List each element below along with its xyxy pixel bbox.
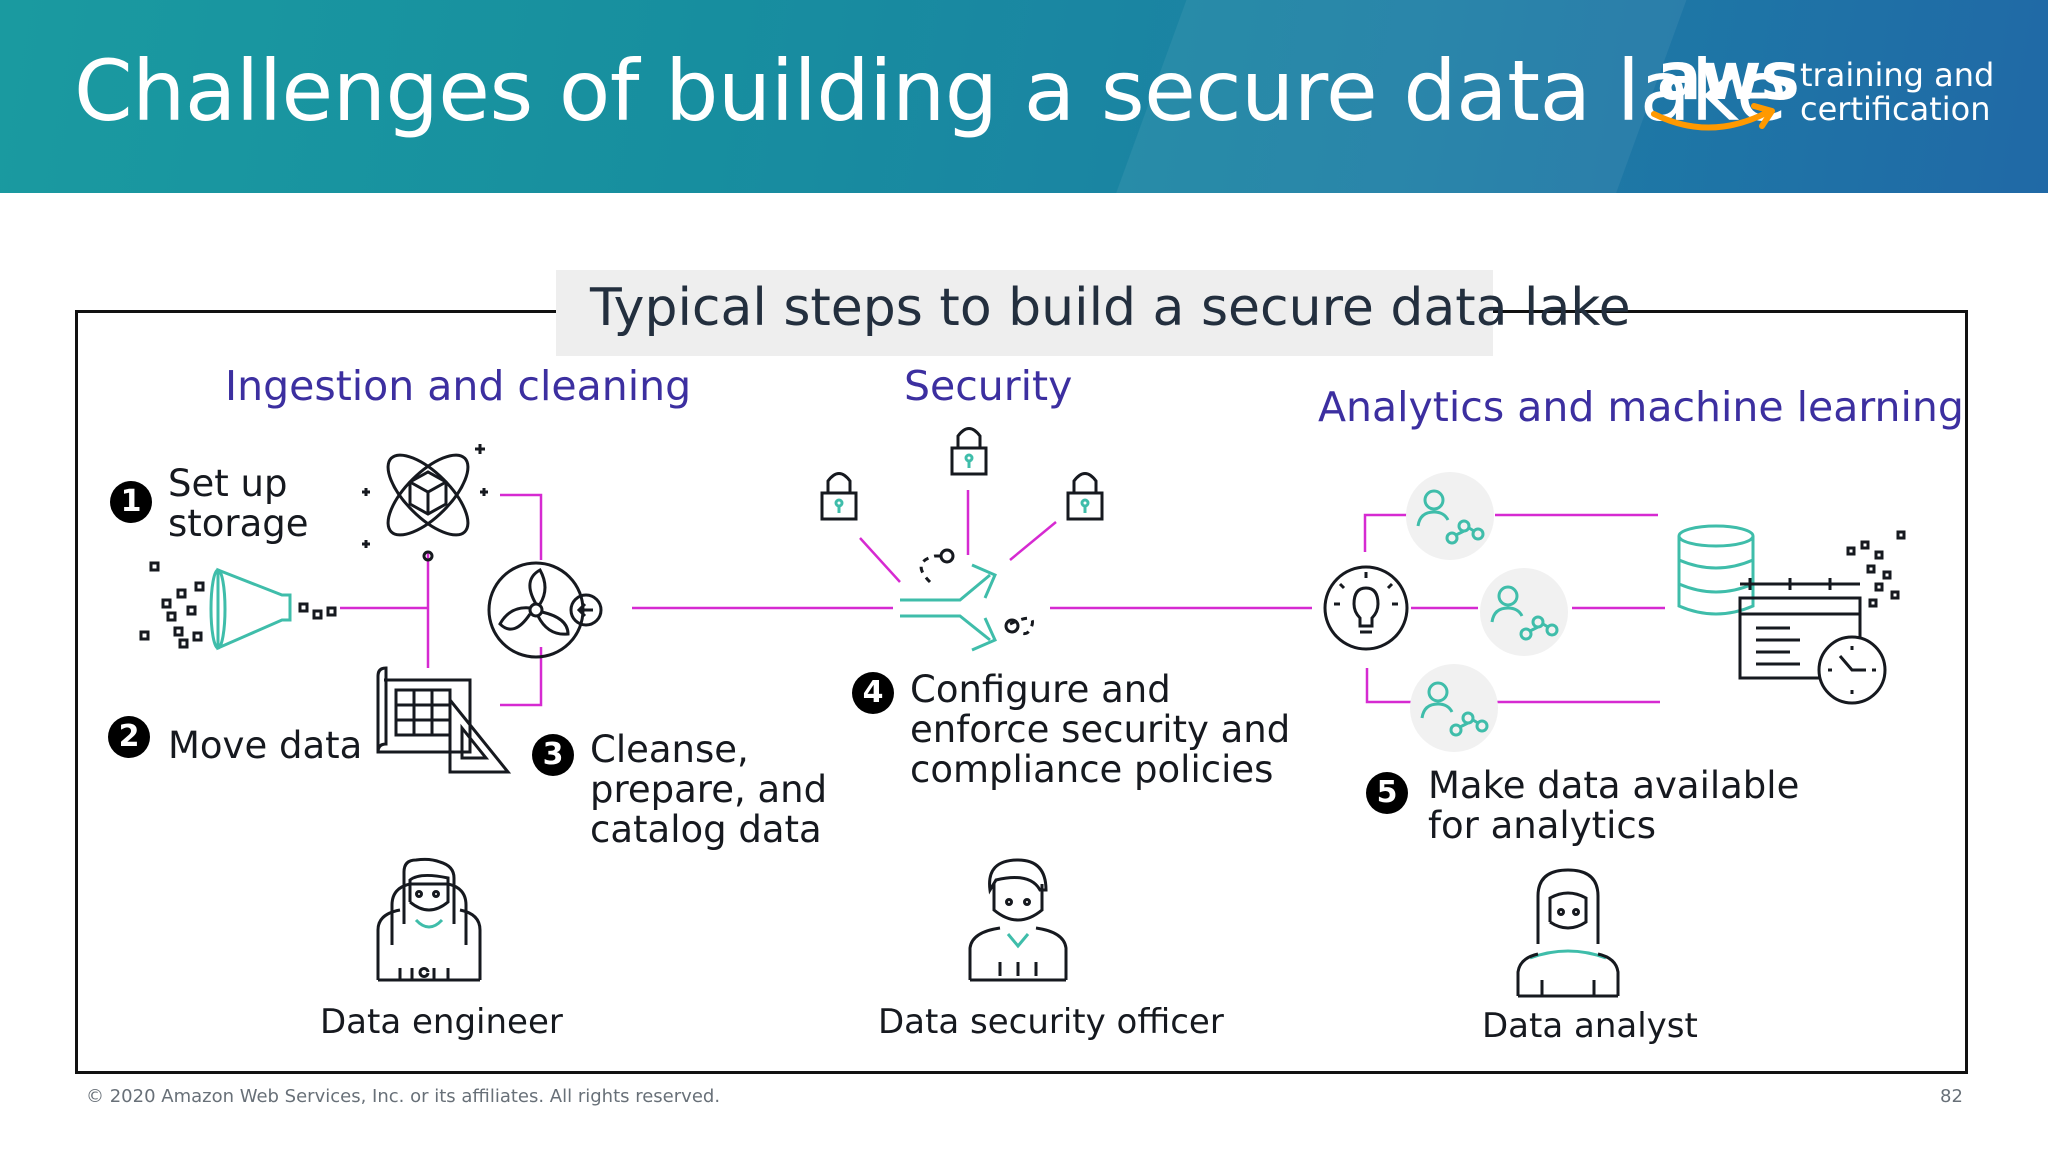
subtitle-background [556,270,1493,356]
persona-data-analyst: Data analyst [1482,1006,1698,1046]
step-2-label: Move data [168,724,363,767]
page-number: 82 [1940,1086,1963,1107]
step-4-label-line3: compliance policies [910,748,1274,791]
data-particles-icon [1846,530,1906,608]
user-network-icon [1480,568,1568,656]
step-4-badge: 4 [852,672,894,714]
blueprint-icon [376,666,512,774]
analyst-avatar-icon [1516,868,1620,998]
step-4-label-line2: enforce security and [910,708,1291,751]
step-5-label-line1: Make data available [1428,764,1800,807]
section-heading-security: Security [904,362,1073,410]
step-1-badge: 1 [110,481,152,523]
lock-icon [1066,472,1104,521]
step-5-label-line2: for analytics [1428,804,1657,847]
user-network-icon [1410,664,1498,752]
section-heading-ingestion: Ingestion and cleaning [225,362,692,410]
persona-data-security-officer: Data security officer [878,1002,1224,1042]
title-banner: Challenges of building a secure data lak… [0,0,2048,193]
aws-logo-wordmark: aws [1657,38,1800,115]
step-3-label-line3: catalog data [590,808,822,851]
step-3-badge: 3 [532,734,574,776]
diagram-subtitle: Typical steps to build a secure data lak… [590,278,1631,338]
step-3-label-line1: Cleanse, [590,728,749,771]
officer-avatar-icon [968,858,1068,982]
transfer-arrows-icon [900,548,1034,652]
connector-lines [340,490,1665,707]
slide-title: Challenges of building a secure data lak… [74,42,1787,140]
engineer-avatar-icon [376,857,482,982]
step-2-badge: 2 [108,716,150,758]
storage-cube-orbit-icon [362,444,488,562]
step-1-label-line2: storage [168,502,309,545]
aws-smile-icon [1651,103,1775,131]
fan-icon [487,561,603,659]
database-icon [1677,524,1755,616]
step-4-label-line1: Configure and [910,668,1171,711]
lock-icon [820,472,858,521]
step-1-label-line1: Set up [168,462,288,505]
lock-icon [950,427,988,476]
user-network-icon [1406,472,1494,560]
section-heading-analytics: Analytics and machine learning [1318,383,1964,431]
step-3-label-line2: prepare, and [590,768,828,811]
step-5-badge: 5 [1366,772,1408,814]
logo-tagline-1: training and [1800,56,1995,94]
logo-tagline-2: certification [1800,90,1991,128]
schedule-clock-icon [1738,578,1887,705]
persona-data-engineer: Data engineer [320,1002,563,1042]
funnel-icon [139,561,337,651]
copyright-footer: © 2020 Amazon Web Services, Inc. or its … [86,1086,721,1107]
lightbulb-icon [1323,565,1409,651]
